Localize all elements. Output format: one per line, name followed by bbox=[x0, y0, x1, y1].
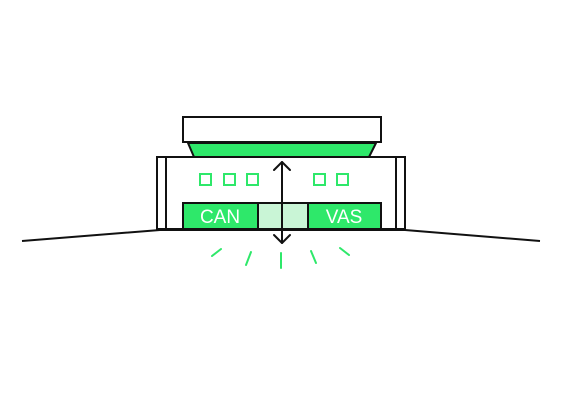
indicator-square-3 bbox=[246, 173, 259, 186]
left-label: CAN bbox=[200, 207, 240, 228]
indicator-square-2 bbox=[223, 173, 236, 186]
emphasis-lines-icon bbox=[211, 247, 350, 269]
double-headed-arrow-icon bbox=[273, 161, 291, 244]
right-label: VAS bbox=[326, 207, 363, 228]
indicator-square-1 bbox=[199, 173, 212, 186]
indicator-square-5 bbox=[336, 173, 349, 186]
top-cap bbox=[182, 116, 382, 143]
indicator-square-4 bbox=[313, 173, 326, 186]
right-label-box bbox=[307, 202, 382, 230]
green-band bbox=[187, 142, 377, 158]
indicator-squares bbox=[199, 173, 349, 186]
